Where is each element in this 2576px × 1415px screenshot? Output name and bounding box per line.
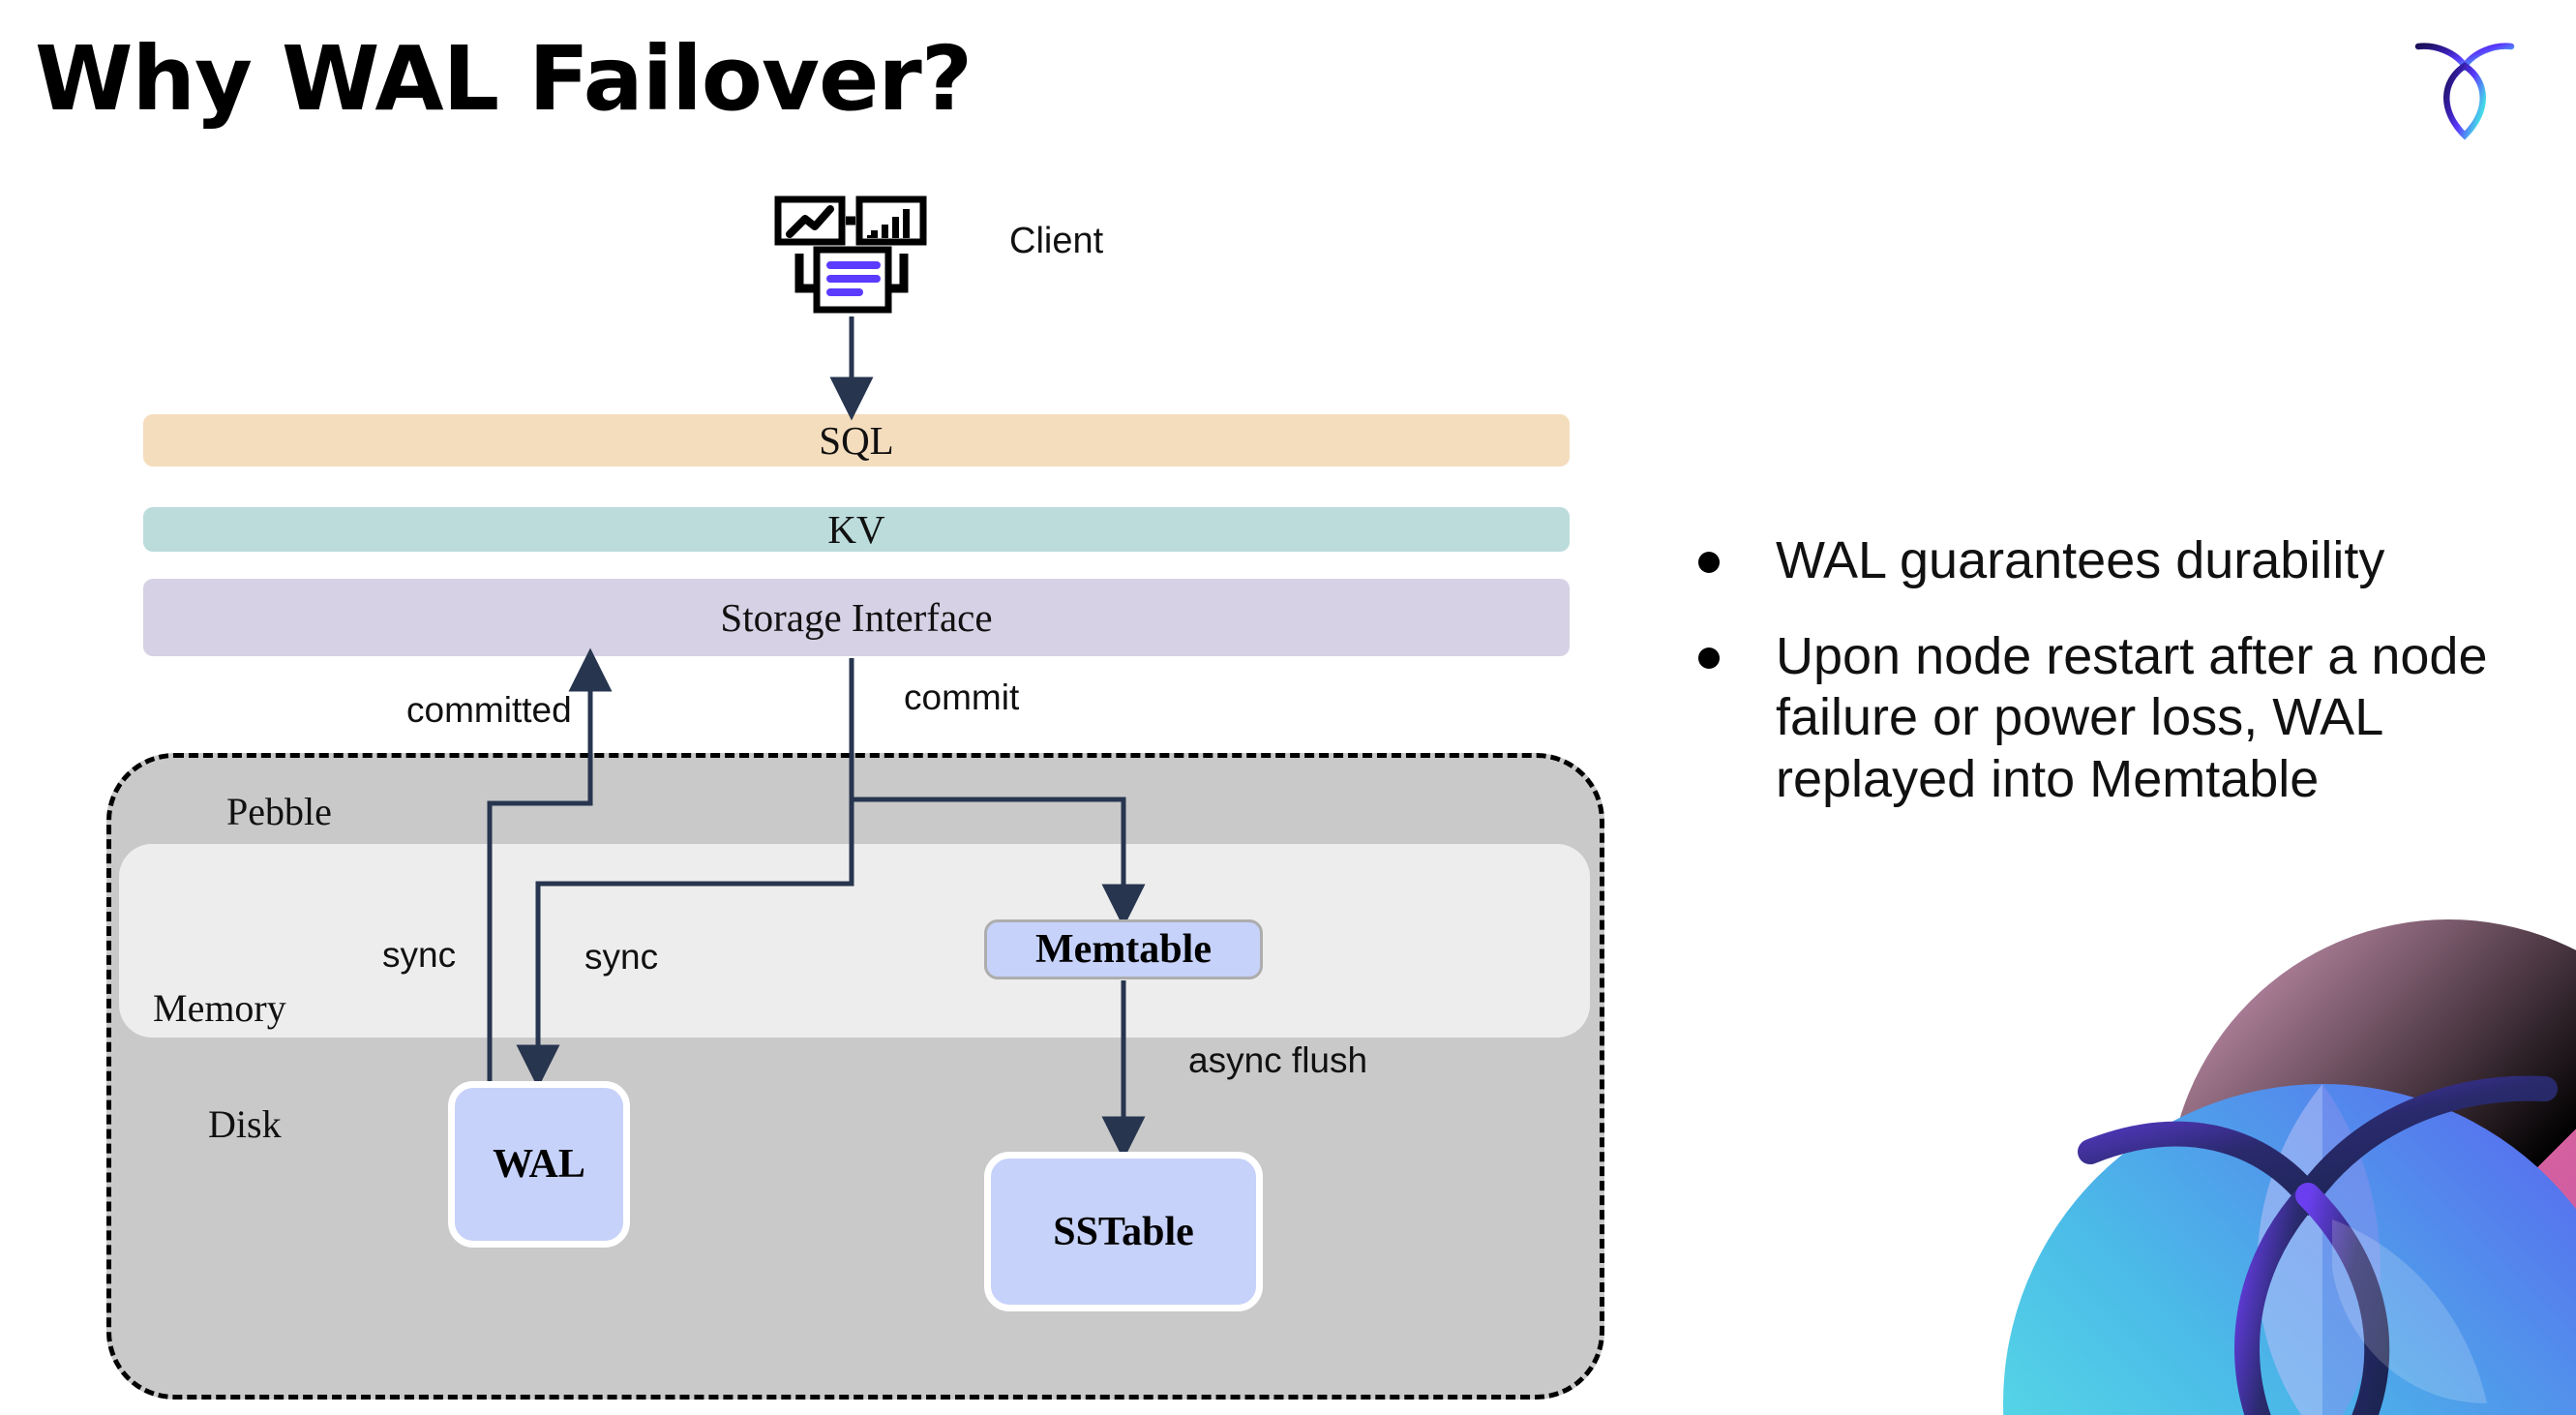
list-item: Upon node restart after a node failure o… [1698,626,2531,810]
client-label: Client [1009,221,1104,261]
layer-sql: SQL [143,414,1570,467]
node-memtable: Memtable [984,919,1263,979]
list-item: WAL guarantees durability [1698,530,2531,591]
edge-label-committed: committed [406,690,572,730]
node-wal-label: WAL [493,1142,585,1187]
bullet-text: Upon node restart after a node failure o… [1776,627,2488,808]
decorative-brand-mark [2003,919,2576,1415]
node-wal: WAL [448,1081,630,1248]
edge-label-sync-left: sync [382,935,457,975]
edge-label-sync-right: sync [584,937,659,977]
memory-zone [119,844,1590,1038]
edge-label-commit: commit [904,677,1020,717]
layer-sql-label: SQL [819,418,894,463]
client-monitor-icon [774,196,927,314]
layer-storage-interface: Storage Interface [143,579,1570,656]
node-memtable-label: Memtable [1035,927,1212,972]
bullet-list: WAL guarantees durability Upon node rest… [1698,530,2531,845]
bullet-text: WAL guarantees durability [1776,531,2385,589]
architecture-diagram: Client SQL KV Storage Interface Pebble M… [106,196,1604,1400]
node-sstable-label: SSTable [1053,1209,1194,1254]
layer-storage-interface-label: Storage Interface [720,595,993,640]
layer-kv-label: KV [827,507,885,552]
disk-label: Disk [208,1102,282,1146]
bullet-dot-icon [1698,552,1720,573]
page-title: Why WAL Failover? [35,27,973,131]
memory-label: Memory [153,986,286,1030]
node-sstable: SSTable [984,1152,1263,1311]
bullet-dot-icon [1698,647,1720,670]
pebble-label: Pebble [226,790,332,833]
cockroachdb-logo [2414,43,2515,140]
edge-label-async-flush: async flush [1188,1040,1368,1080]
layer-kv: KV [143,507,1570,552]
